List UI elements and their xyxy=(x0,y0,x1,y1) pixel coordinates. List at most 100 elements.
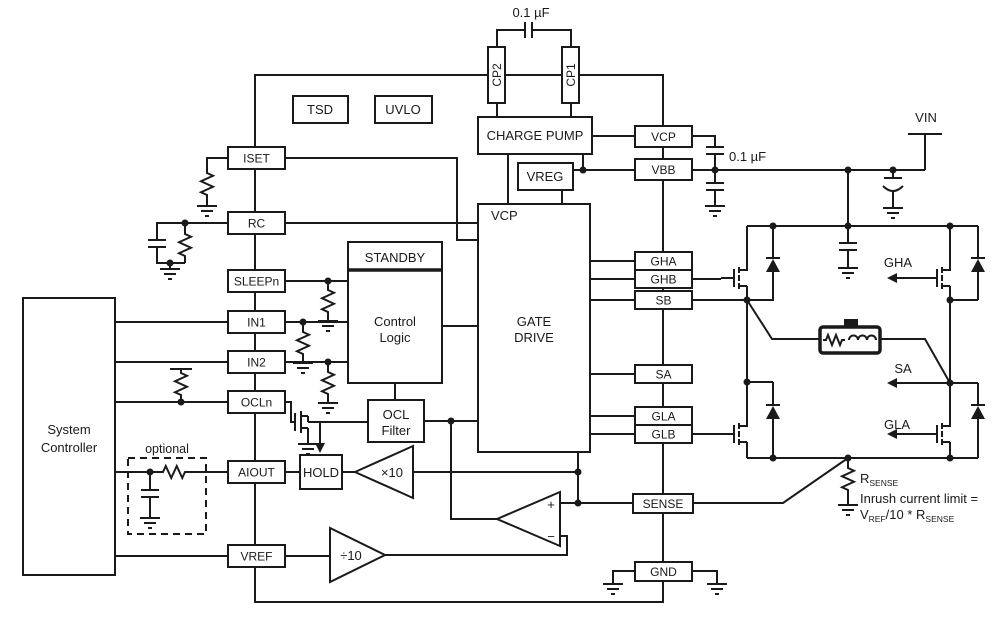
pin-aiout: AIOUT xyxy=(227,460,286,484)
pin-sb-label: SB xyxy=(655,294,671,308)
motor-resistance xyxy=(823,332,845,348)
ocln-pullup-resistor xyxy=(174,369,188,399)
pin-gla-label: GLA xyxy=(651,410,675,424)
vin-bulk-capacitor xyxy=(882,177,904,192)
control-logic-label-1: Control xyxy=(374,314,416,329)
mosfet-high-b xyxy=(720,263,748,293)
pin-iset-label: ISET xyxy=(243,152,270,166)
pin-iset: ISET xyxy=(227,146,286,170)
rc-resistor xyxy=(178,230,192,260)
pin-vref-label: VREF xyxy=(240,550,272,564)
pin-cp2-label: CP2 xyxy=(490,63,504,87)
optional-series-resistor xyxy=(159,465,189,479)
ocln-open-drain-fet xyxy=(294,411,309,438)
pin-gha-label: GHA xyxy=(650,255,676,269)
system-controller-label-1: System xyxy=(47,422,90,437)
motor xyxy=(818,319,882,355)
charge-pump-label: CHARGE PUMP xyxy=(487,128,584,143)
diode-high-a xyxy=(970,257,986,273)
pin-vcp-label: VCP xyxy=(651,130,676,144)
sa-arrow-icon xyxy=(887,378,897,388)
pin-sense: SENSE xyxy=(632,493,694,514)
pin-glb: GLB xyxy=(634,424,693,444)
hold-trigger-arrow-icon xyxy=(315,443,325,453)
vcp-capacitor-value: 0.1 µF xyxy=(729,149,766,164)
ocl-filter-label-2: Filter xyxy=(382,423,412,438)
motor-inductance xyxy=(848,334,877,341)
pin-in1-label: IN1 xyxy=(247,316,266,330)
bridge-capacitor xyxy=(838,242,858,251)
pin-sb: SB xyxy=(634,290,693,310)
uvlo-block xyxy=(374,95,433,124)
pin-ocln: OCLn xyxy=(227,390,286,414)
ground-iset xyxy=(196,199,218,217)
pin-vref: VREF xyxy=(227,544,286,568)
pin-vbb-label: VBB xyxy=(651,163,675,177)
system-controller-block: System Controller xyxy=(22,297,116,576)
pin-glb-label: GLB xyxy=(651,428,675,442)
gla-net-label: GLA xyxy=(884,417,910,432)
comparator-minus-label: − xyxy=(547,529,555,544)
optional-label: optional xyxy=(145,442,189,456)
gla-arrow-icon xyxy=(887,429,897,439)
pin-ghb-label: GHB xyxy=(650,273,676,287)
hold-block: HOLD xyxy=(299,454,343,490)
inrush-formula-line1: Inrush current limit = xyxy=(860,491,978,506)
system-controller-label-2: Controller xyxy=(41,440,98,455)
ground-gnd-right xyxy=(706,577,728,595)
pin-gla: GLA xyxy=(634,406,693,426)
vreg-label: VREG xyxy=(527,169,564,184)
sense-comparator: + − xyxy=(494,490,561,548)
mosfet-high-a xyxy=(923,263,951,293)
gate-drive-label-2: DRIVE xyxy=(514,330,554,345)
pin-vbb: VBB xyxy=(634,158,693,181)
pin-cp2: CP2 xyxy=(487,46,506,104)
standby-label: STANDBY xyxy=(365,250,426,265)
diode-low-b xyxy=(765,404,781,420)
junction-dots xyxy=(146,166,954,507)
inrush-formula-line2: VREF/10 * RSENSE xyxy=(860,507,955,524)
pin-sleepn-label: SLEEPn xyxy=(234,275,279,289)
wiring-right-pins xyxy=(590,260,718,602)
vcp-capacitor xyxy=(705,146,725,155)
pin-ocln-label: OCLn xyxy=(241,396,272,410)
pin-in2-label: IN2 xyxy=(247,356,266,370)
rsense-label: RSENSE xyxy=(860,471,899,488)
iset-resistor xyxy=(200,169,214,199)
pin-gnd: GND xyxy=(634,561,693,582)
div10-amplifier: ÷10 xyxy=(329,526,388,584)
pin-vcp: VCP xyxy=(634,125,693,148)
div10-label: ÷10 xyxy=(340,548,362,563)
pin-gha: GHA xyxy=(634,251,693,271)
sense-resistor xyxy=(841,464,855,494)
gate-drive-block: VCP GATE DRIVE xyxy=(477,203,591,453)
comparator-plus-label: + xyxy=(547,497,555,512)
cp-capacitor-value: 0.1 µF xyxy=(512,5,549,20)
gha-net-label: GHA xyxy=(884,255,913,270)
motor-body xyxy=(818,325,882,355)
diode-high-b xyxy=(765,257,781,273)
control-logic-label-2: Logic xyxy=(379,330,411,345)
ground-bridge-cap xyxy=(837,261,859,279)
ground-rsense xyxy=(837,498,859,516)
ground-vbb-cap xyxy=(704,199,726,217)
diode-low-a xyxy=(970,404,986,420)
pin-cp1-label: CP1 xyxy=(564,63,578,87)
uvlo-label: UVLO xyxy=(385,102,420,117)
tsd-label: TSD xyxy=(307,102,333,117)
mosfet-low-a xyxy=(923,419,951,449)
ground-optional xyxy=(139,511,161,529)
ground-vin-cap xyxy=(882,201,904,219)
sa-net-label: SA xyxy=(894,361,912,376)
vin-label: VIN xyxy=(915,110,937,125)
pin-in2: IN2 xyxy=(227,350,286,374)
cp-capacitor xyxy=(524,21,533,39)
hold-label: HOLD xyxy=(303,465,339,480)
wiring-top xyxy=(496,29,926,226)
ic-boundary xyxy=(254,74,664,603)
pin-cp1: CP1 xyxy=(561,46,580,104)
pin-gnd-label: GND xyxy=(650,565,677,579)
x10-amplifier: ×10 xyxy=(352,444,414,500)
ocl-filter-block: OCL Filter xyxy=(367,399,425,443)
